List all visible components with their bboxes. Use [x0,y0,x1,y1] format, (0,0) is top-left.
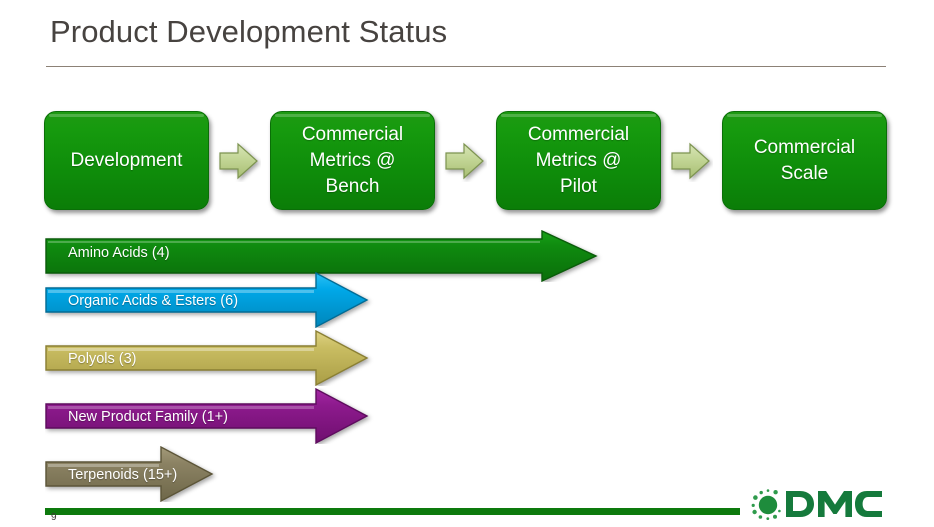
stage-box-label: Development [70,149,183,171]
dmc-logo-mark-icon [751,489,781,520]
progress-arrow-organic-acids-esters[interactable] [45,271,375,329]
progress-arrow-polyols[interactable] [45,329,375,387]
page-title: Product Development Status [50,14,448,49]
stage-box-label: Commercial Metrics @ Pilot [527,123,630,197]
stage-box-commercial-metrics-pilot[interactable]: Commercial Metrics @ Pilot [496,111,661,210]
dmc-logo-wordmark [786,491,882,517]
progress-arrow-terpenoids[interactable] [45,445,220,503]
stage-connector-arrow-icon [443,140,487,182]
stage-box-label: Commercial Scale [753,136,856,184]
stage-connector-arrow-icon [669,140,713,182]
footer-accent-bar [45,508,740,515]
progress-arrow-new-product-family[interactable] [45,387,375,445]
dmc-logo [748,486,888,522]
stage-box-label: Commercial Metrics @ Bench [301,123,404,197]
stage-box-development[interactable]: Development [44,111,209,210]
title-divider [46,66,886,67]
page-number: 9 [51,512,57,523]
progress-arrow-amino-acids[interactable] [45,229,605,283]
stage-connector-arrow-icon [217,140,261,182]
stage-box-commercial-scale[interactable]: Commercial Scale [722,111,887,210]
stage-box-commercial-metrics-bench[interactable]: Commercial Metrics @ Bench [270,111,435,210]
